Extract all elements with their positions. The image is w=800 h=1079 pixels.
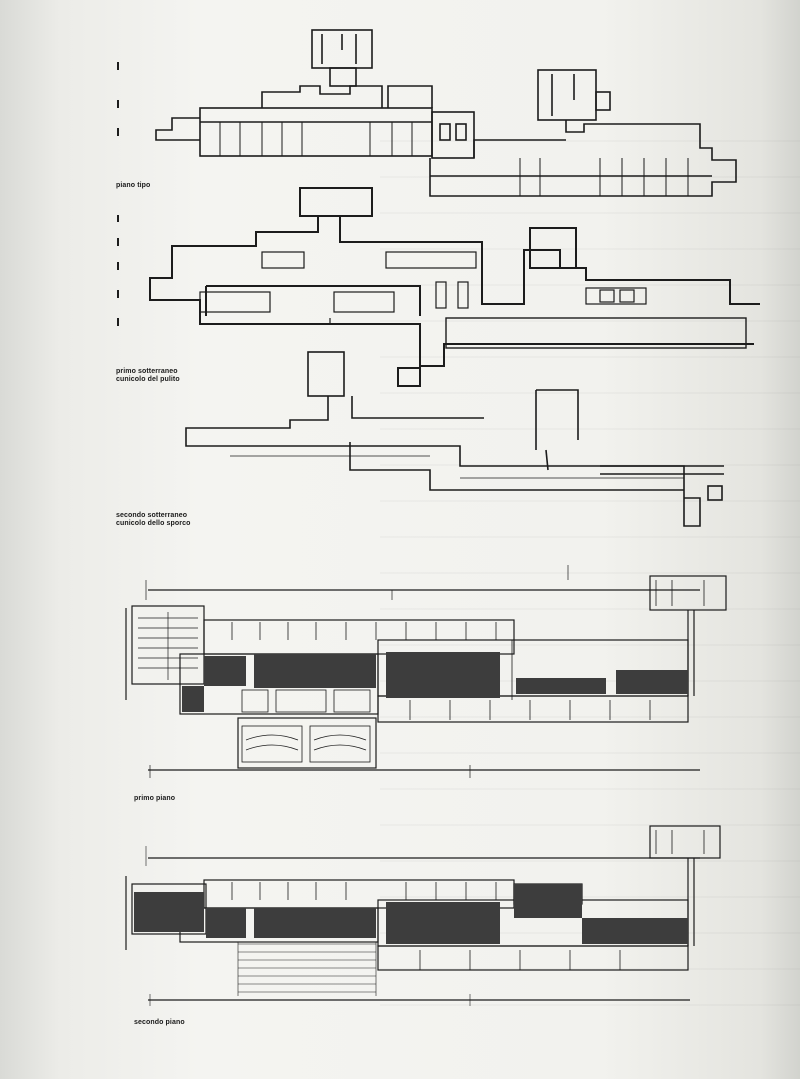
caption-primo-piano: primo piano	[134, 795, 176, 802]
plan-primo-sotterraneo	[149, 187, 760, 387]
plan-secondo-sotterraneo	[185, 351, 724, 527]
caption-primo-sotterraneo: primo sotterraneo cunicolo del pulito	[116, 368, 180, 384]
caption-line-2: cunicolo del pulito	[116, 376, 180, 383]
caption-line-1: secondo sotterraneo	[116, 512, 188, 519]
plan-primo-piano	[125, 565, 727, 778]
plan-piano-tipo	[155, 29, 737, 197]
caption-piano-tipo: piano tipo	[116, 182, 151, 189]
caption-line-1: primo sotterraneo	[116, 368, 178, 375]
caption-secondo-piano: secondo piano	[134, 1019, 185, 1026]
plan-secondo-piano	[125, 825, 721, 1006]
caption-secondo-sotterraneo: secondo sotterraneo cunicolo dello sporc…	[116, 512, 190, 528]
caption-line-2: cunicolo dello sporco	[116, 520, 191, 527]
